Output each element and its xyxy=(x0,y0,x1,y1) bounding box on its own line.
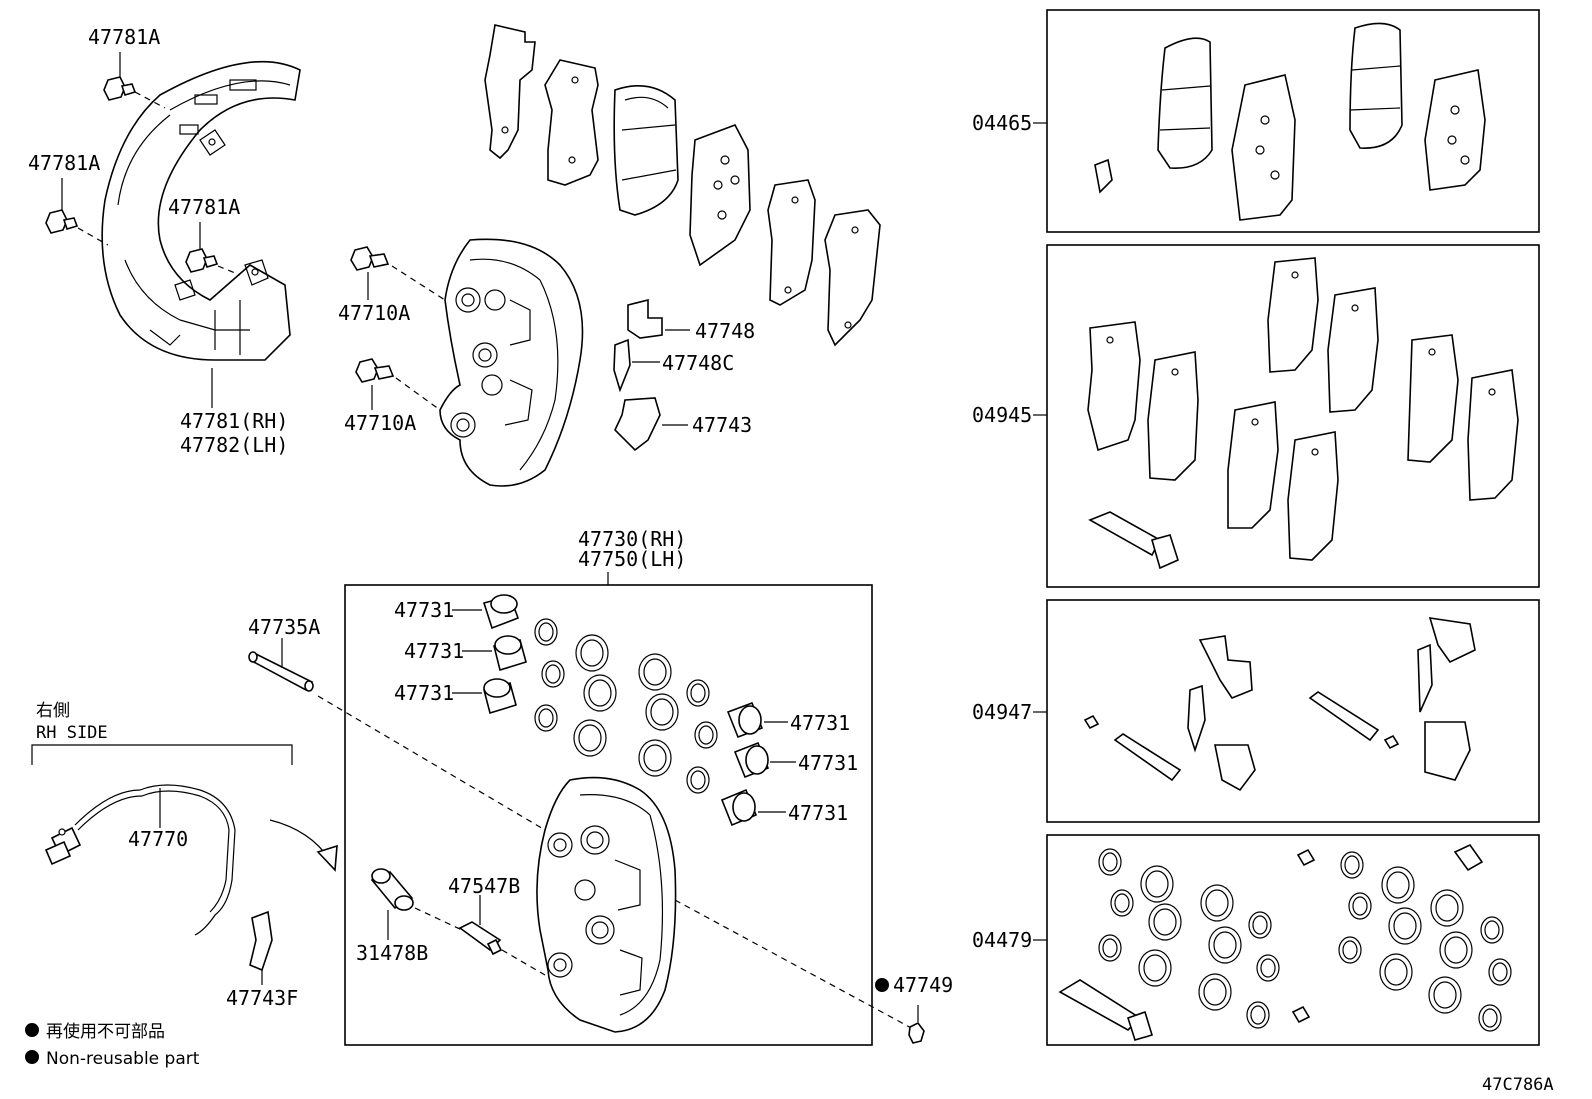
kit-box-04947 xyxy=(1046,599,1540,823)
label-47750-lh: 47750(LH) xyxy=(578,547,686,571)
shim-inner-1[interactable] xyxy=(767,179,816,306)
label-kit-04479: 04479 xyxy=(972,928,1032,952)
legend-jp: 再使用不可部品 xyxy=(46,1021,165,1042)
label-47547B: 47547B xyxy=(448,874,520,898)
rh-side-jp: 右側 xyxy=(36,701,70,721)
label-47749: 47749 xyxy=(893,973,953,997)
label-47735A: 47735A xyxy=(248,615,320,639)
bolt-47781A-mid[interactable] xyxy=(45,209,79,234)
label-47748: 47748 xyxy=(695,319,755,343)
label-47743: 47743 xyxy=(692,413,752,437)
legend-bullet-en xyxy=(25,1050,39,1064)
shim-inner-2[interactable] xyxy=(824,209,881,347)
bushing-31478B[interactable] xyxy=(370,868,414,911)
caliper-mounting-bracket[interactable] xyxy=(439,238,584,487)
shim-outer-2[interactable] xyxy=(544,59,599,186)
label-47731-r1: 47731 xyxy=(790,711,850,735)
label-47781A-low: 47781A xyxy=(168,195,240,219)
kit-box-04945 xyxy=(1046,244,1540,588)
piston-seal-rings[interactable] xyxy=(534,618,718,794)
label-kit-04465: 04465 xyxy=(972,111,1032,135)
bolt-47781A-low[interactable] xyxy=(185,248,219,273)
label-47781-rh: 47781(RH) xyxy=(180,409,288,433)
caliper-assembly-box xyxy=(344,584,873,1046)
label-47781A-top: 47781A xyxy=(88,25,160,49)
kit-04947-hardware[interactable] xyxy=(1083,617,1476,792)
caliper-body[interactable] xyxy=(536,776,677,1033)
label-47743F: 47743F xyxy=(226,986,298,1010)
clip-47749[interactable] xyxy=(908,1021,925,1044)
kit-04945-shims[interactable] xyxy=(1087,257,1519,570)
label-47782-lh: 47782(LH) xyxy=(180,433,288,457)
clip-47748C[interactable] xyxy=(613,338,631,393)
kit-04465-pads[interactable] xyxy=(1094,22,1486,221)
clip-47748[interactable] xyxy=(627,298,663,339)
kit-04479-seals[interactable] xyxy=(1058,843,1512,1041)
clip-47743[interactable] xyxy=(614,397,661,452)
kit-box-04465 xyxy=(1046,9,1540,233)
piston-47731-l3[interactable] xyxy=(483,678,517,715)
bolt-47781A-top[interactable] xyxy=(103,76,137,101)
slide-pin-47735A[interactable] xyxy=(248,651,314,692)
bleeder-47547B[interactable] xyxy=(458,921,503,956)
label-47748C: 47748C xyxy=(662,351,734,375)
label-31478B: 31478B xyxy=(356,941,428,965)
label-47731-l3: 47731 xyxy=(394,681,454,705)
label-47770: 47770 xyxy=(128,827,188,851)
label-47731-l1: 47731 xyxy=(394,598,454,622)
rh-side-bracket xyxy=(31,744,293,765)
label-kit-04945: 04945 xyxy=(972,403,1032,427)
brake-pad-1[interactable] xyxy=(613,84,679,216)
piston-47731-l2[interactable] xyxy=(493,635,527,672)
legend-en: Non-reusable part xyxy=(46,1049,200,1069)
label-47731-l2: 47731 xyxy=(404,639,464,663)
rh-side-en: RH SIDE xyxy=(36,723,108,743)
sensor-clip-47743F[interactable] xyxy=(249,910,273,972)
dust-shield[interactable] xyxy=(101,60,301,361)
non-reusable-marker-47749 xyxy=(875,978,889,992)
bolt-47710A-top[interactable] xyxy=(350,246,390,271)
label-47731-r3: 47731 xyxy=(788,801,848,825)
brake-pad-backing-1[interactable] xyxy=(689,124,751,267)
shim-outer-1[interactable] xyxy=(484,24,536,160)
diagram-code: 47C786A xyxy=(1482,1075,1554,1095)
piston-47731-r3[interactable] xyxy=(720,788,758,827)
legend-bullet-jp xyxy=(25,1023,39,1037)
label-47730-rh: 47730(RH) xyxy=(578,527,686,551)
piston-47731-r2[interactable] xyxy=(733,741,770,779)
label-47781A-mid: 47781A xyxy=(28,151,100,175)
label-47710A-top: 47710A xyxy=(338,301,410,325)
pad-wear-sensor-47770[interactable] xyxy=(44,784,236,936)
bolt-47710A-bot[interactable] xyxy=(355,358,395,383)
piston-47731-r1[interactable] xyxy=(726,701,764,739)
label-47731-r2: 47731 xyxy=(798,751,858,775)
label-47710A-bot: 47710A xyxy=(344,411,416,435)
label-kit-04947: 04947 xyxy=(972,700,1032,724)
piston-47731-l1[interactable] xyxy=(482,594,520,630)
